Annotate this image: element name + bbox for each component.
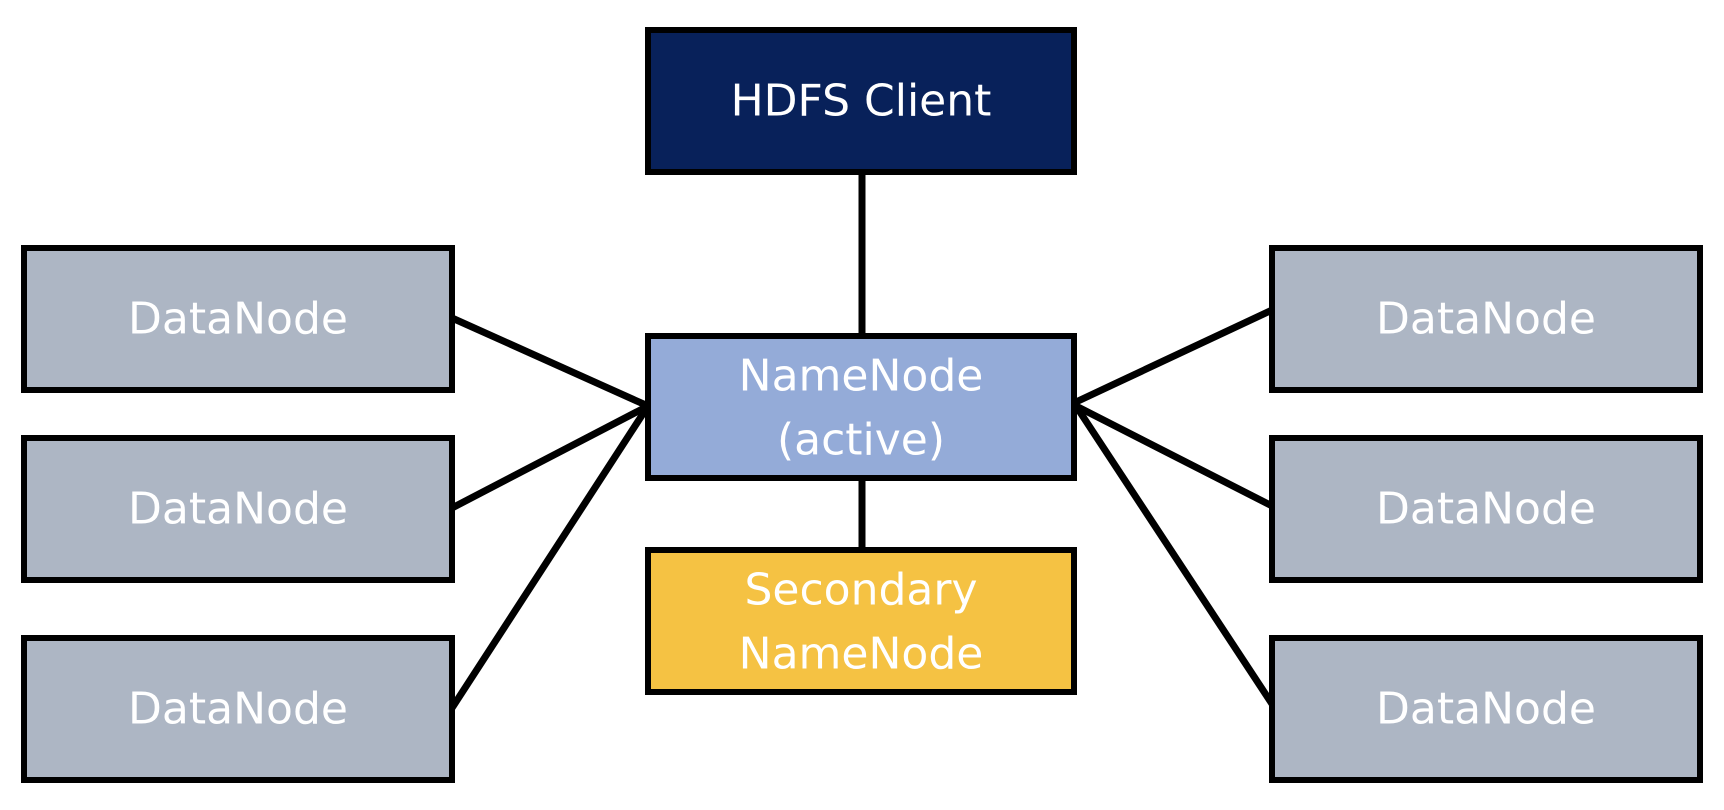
datanode-box <box>21 635 455 783</box>
datanode-label: DataNode <box>1376 484 1596 535</box>
hdfs-client-box <box>645 27 1077 175</box>
datanode-box <box>21 245 455 393</box>
datanode-label: DataNode <box>1376 294 1596 345</box>
datanode-right-3: DataNode <box>1269 635 1703 783</box>
datanode-right-2: DataNode <box>1269 435 1703 583</box>
datanode-right-1: DataNode <box>1269 245 1703 393</box>
edges <box>449 172 1282 712</box>
datanode-box <box>1269 635 1703 783</box>
secondary-namenode-label-line2: NameNode <box>739 629 984 680</box>
datanode-left-3: DataNode <box>21 635 455 783</box>
secondary-namenode-box <box>645 547 1077 695</box>
datanode-label: DataNode <box>128 684 348 735</box>
hdfs-client-node: HDFS Client <box>645 27 1077 175</box>
datanode-box <box>21 435 455 583</box>
datanode-label: DataNode <box>128 294 348 345</box>
secondary-namenode-node: Secondary NameNode <box>645 547 1077 695</box>
datanode-left-2: DataNode <box>21 435 455 583</box>
hdfs-client-label: HDFS Client <box>731 76 992 127</box>
namenode-box <box>645 333 1077 481</box>
datanode-left-1: DataNode <box>21 245 455 393</box>
edge-namenode-datanode-left-1 <box>450 314 650 410</box>
namenode-node: NameNode (active) <box>645 333 1077 481</box>
datanode-label: DataNode <box>1376 684 1596 735</box>
datanode-box <box>1269 435 1703 583</box>
namenode-label-line1: NameNode <box>739 351 984 402</box>
secondary-namenode-label-line1: Secondary <box>744 565 977 616</box>
edge-namenode-datanode-right-3 <box>1073 404 1279 712</box>
datanode-label: DataNode <box>128 484 348 535</box>
namenode-label-line2: (active) <box>777 415 945 466</box>
edge-namenode-datanode-left-2 <box>450 402 650 512</box>
edge-namenode-datanode-left-3 <box>449 404 651 710</box>
datanode-box <box>1269 245 1703 393</box>
edge-namenode-datanode-right-1 <box>1074 306 1274 406</box>
edge-namenode-datanode-right-2 <box>1074 402 1282 514</box>
